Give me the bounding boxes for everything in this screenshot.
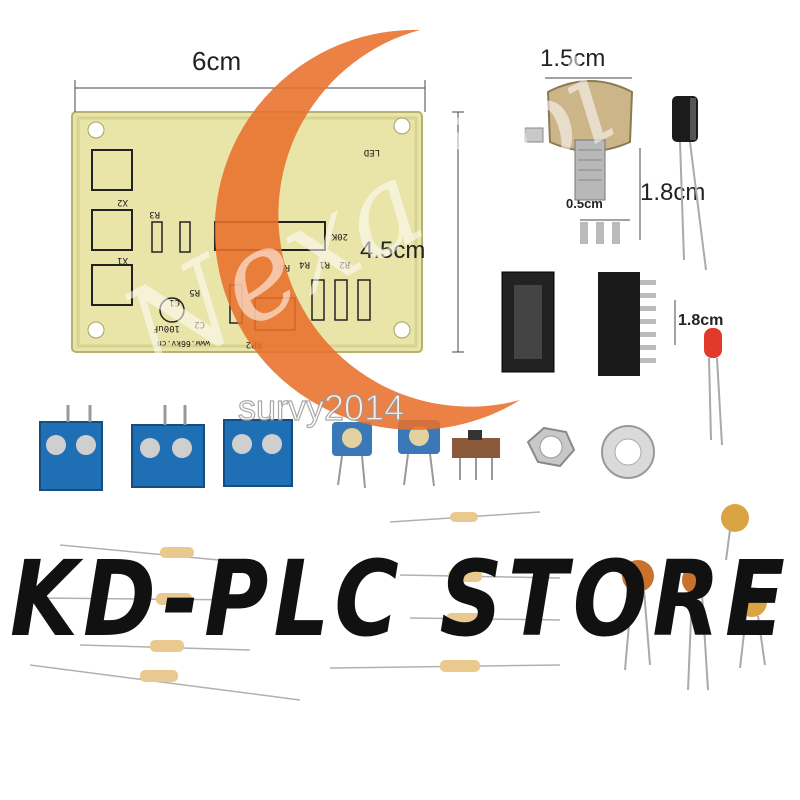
orange-brand-logo	[214, 29, 520, 430]
ic-socket	[501, 271, 555, 373]
pcb-designator-20k: 20K	[331, 231, 348, 241]
pcb-designator-r5: R5	[189, 287, 200, 297]
pcb-designator-r4: R4	[299, 259, 310, 269]
ceramic-capacitors	[622, 504, 767, 691]
screw-terminal-2	[131, 405, 205, 488]
slide-switch	[452, 430, 500, 480]
ic-chip	[598, 272, 656, 376]
pcb-designator-r2: R2	[339, 259, 350, 269]
resistor-bodies	[140, 512, 482, 682]
pcb-cap-value: 100uF	[153, 323, 180, 333]
pcb-website: www.66kv.cn	[157, 339, 210, 348]
trimmer-potentiometer-1	[332, 422, 372, 489]
hex-nut	[526, 426, 576, 468]
washer	[601, 425, 655, 479]
pcb-designator-c2: C2	[194, 319, 205, 329]
screw-terminal-3	[223, 419, 293, 487]
led-height-label: 1.8cm	[678, 312, 723, 329]
pcb-designator-c1: C1	[169, 297, 180, 307]
red-led	[704, 328, 723, 446]
seller-watermark: survy2014	[238, 387, 404, 428]
pcb-designator-r3: R3	[149, 209, 160, 219]
dimension-annotations	[74, 77, 676, 353]
potentiometer	[524, 80, 634, 244]
electrolytic-capacitor	[672, 96, 707, 271]
trimmer-potentiometer-2	[398, 420, 440, 487]
pcb-designator-x2: X2	[117, 197, 128, 207]
pcb-designator-r1: R1	[319, 259, 330, 269]
pot-width-label: 1.5cm	[540, 45, 605, 72]
pcb-height-label: 4.5cm	[360, 237, 425, 264]
pcb-width-label: 6cm	[192, 46, 241, 76]
store-name-banner: KD-PLC STORE	[10, 538, 790, 660]
pcb-designator-x1: X1	[117, 255, 128, 265]
screw-terminal-1	[39, 405, 103, 491]
pcb-designator-led: LED	[364, 147, 380, 157]
